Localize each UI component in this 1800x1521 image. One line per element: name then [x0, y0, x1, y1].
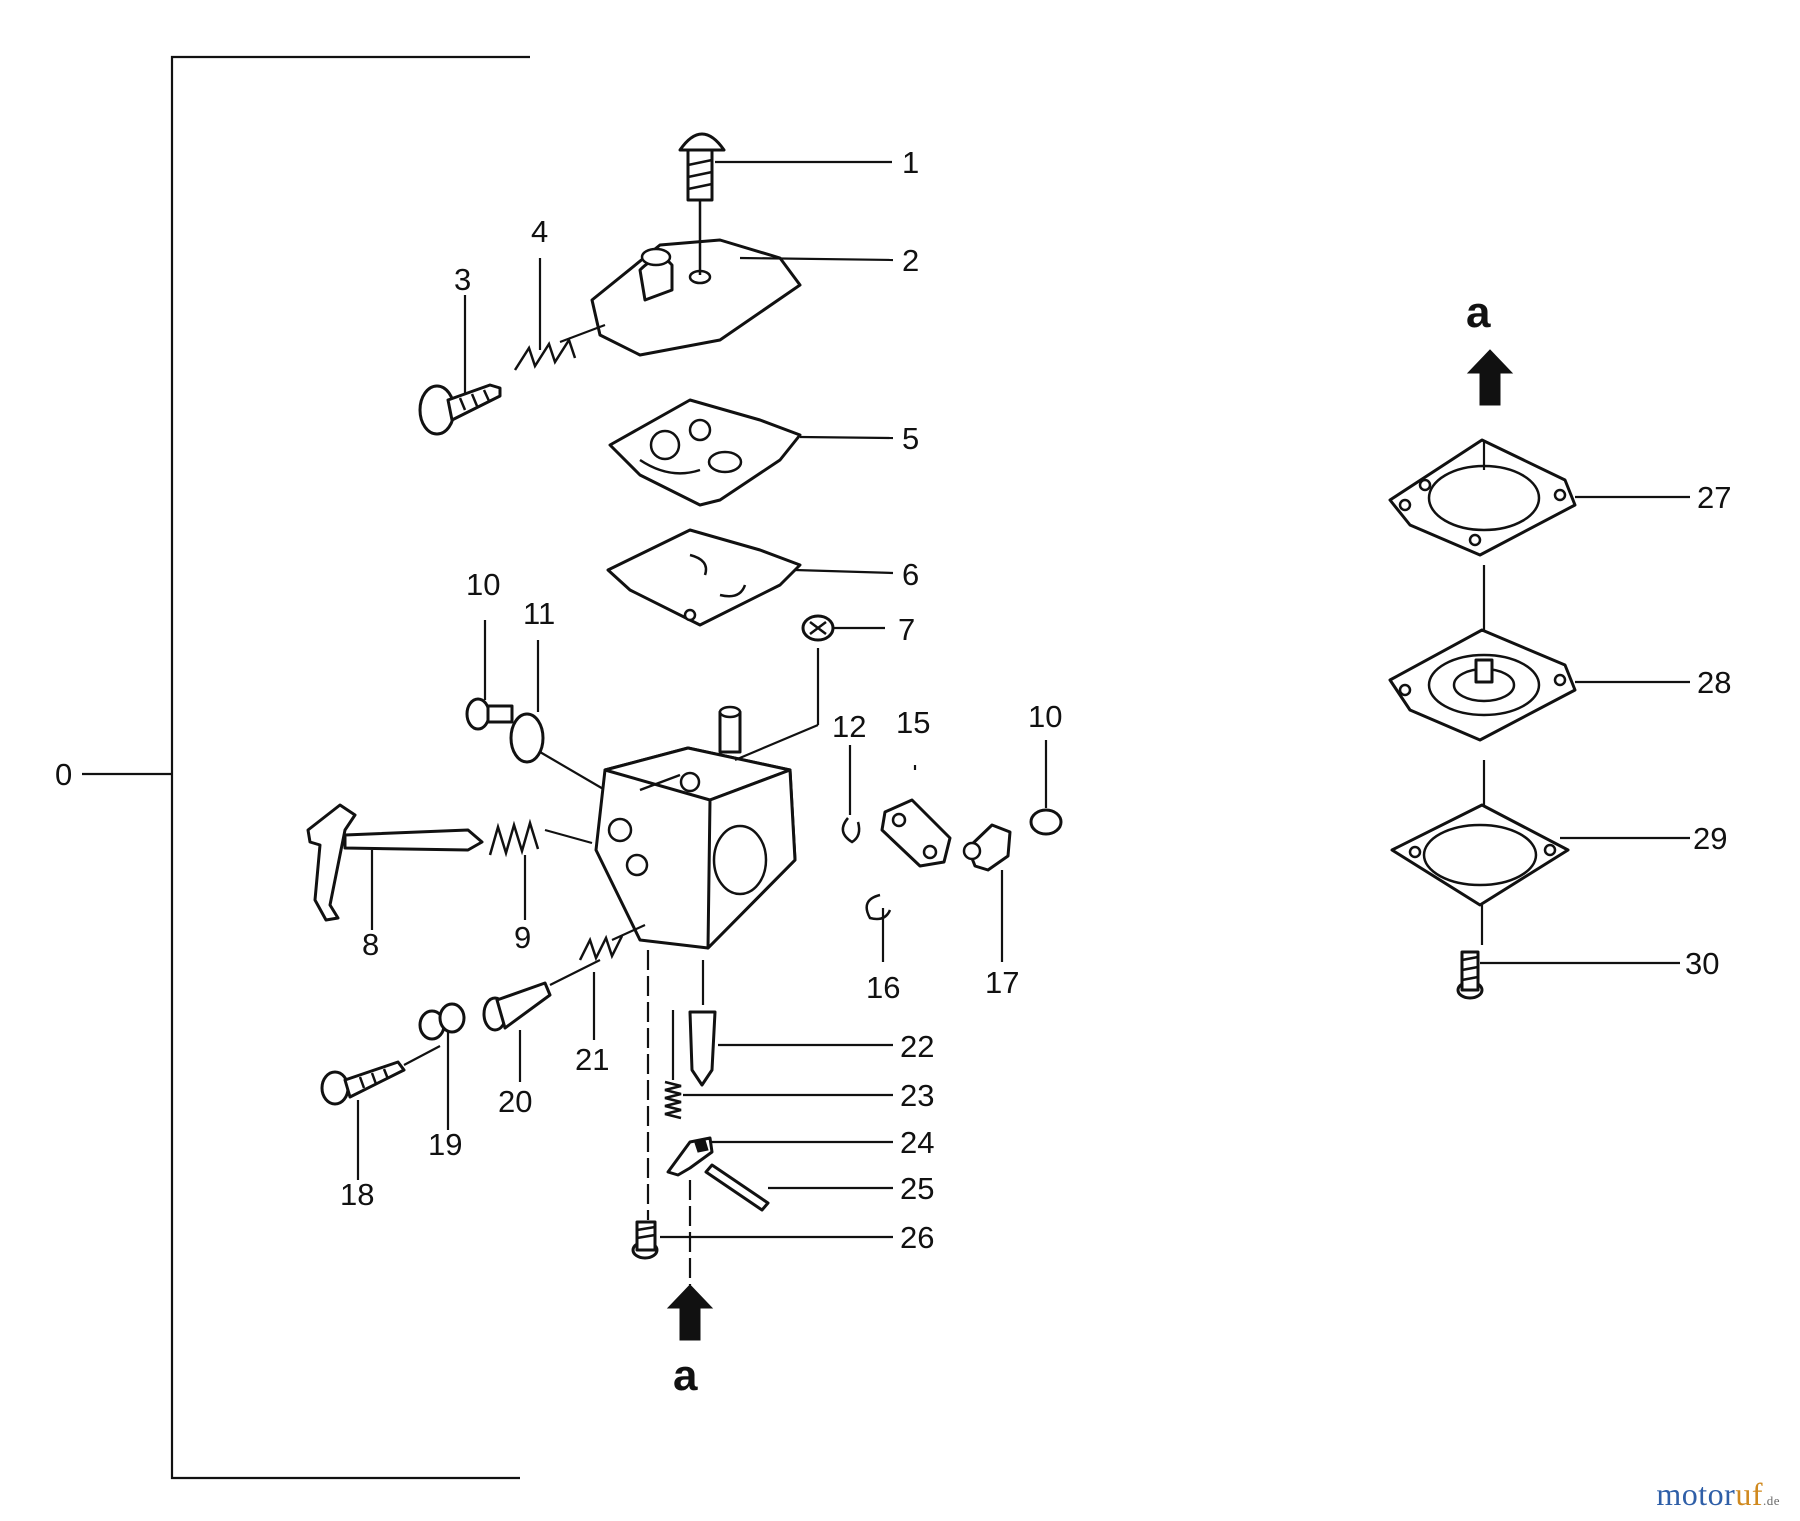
label-part-9: 9	[514, 920, 531, 955]
part-25-pin	[704, 1163, 770, 1212]
label-part-7: 7	[898, 612, 915, 647]
part-10-nut-right	[1029, 808, 1063, 836]
part-10-screw-left	[465, 697, 514, 731]
view-arrow-bottom	[666, 1284, 714, 1341]
part-1-screw	[678, 132, 726, 202]
part-16-clip	[865, 893, 892, 921]
label-part-10-left: 10	[466, 567, 500, 602]
label-part-4: 4	[531, 214, 548, 249]
label-part-6: 6	[902, 557, 919, 592]
label-part-11: 11	[523, 596, 555, 631]
label-part-30: 30	[1685, 946, 1719, 981]
label-part-21: 21	[575, 1042, 609, 1077]
view-arrow-top	[1466, 349, 1514, 406]
part-18-needle-screw	[320, 1045, 441, 1106]
part-24-control-lever	[666, 1136, 714, 1177]
label-part-25: 25	[900, 1171, 934, 1206]
label-part-12: 12	[832, 709, 866, 744]
label-part-18: 18	[340, 1177, 374, 1212]
label-part-24: 24	[900, 1125, 934, 1160]
part-26-screw	[631, 1220, 659, 1260]
part-21-spring	[578, 923, 646, 962]
view-marker-top: a	[1466, 288, 1491, 337]
watermark-part2: uf	[1735, 1476, 1763, 1512]
label-part-17: 17	[985, 965, 1019, 1000]
label-part-16: 16	[866, 970, 900, 1005]
part-12-clip	[841, 817, 861, 844]
part-3-adjusting-screw	[418, 383, 502, 436]
part-27-gasket	[1388, 438, 1577, 640]
label-part-3: 3	[454, 262, 471, 297]
watermark-suffix: .de	[1762, 1493, 1780, 1508]
watermark-logo: motoruf.de	[1656, 1476, 1780, 1513]
leader-lines	[356, 160, 1690, 1239]
label-part-1: 1	[902, 145, 919, 180]
part-4-spring	[513, 323, 606, 371]
part-7-screen	[801, 614, 835, 642]
part-20-needle	[482, 959, 601, 1032]
label-part-8: 8	[362, 927, 379, 962]
label-part-23: 23	[900, 1078, 934, 1113]
part-11-washer	[509, 712, 606, 791]
label-assembly: 0	[55, 757, 72, 792]
centerlines	[646, 648, 917, 1285]
watermark-part1: motor	[1656, 1476, 1736, 1512]
view-marker-bottom: a	[673, 1351, 698, 1400]
label-part-20: 20	[498, 1084, 532, 1119]
part-19-spring	[418, 1002, 466, 1041]
label-part-2: 2	[902, 243, 919, 278]
assembly-bracket: 0	[55, 55, 530, 1480]
part-9-spring	[488, 818, 593, 858]
label-part-19: 19	[428, 1127, 462, 1162]
part-6-diaphragm	[606, 528, 802, 627]
label-part-27: 27	[1697, 480, 1731, 515]
part-30-screw	[1456, 950, 1484, 1000]
label-part-29: 29	[1693, 821, 1727, 856]
part-17-choke-shaft-part	[962, 823, 1012, 872]
label-part-22: 22	[900, 1029, 934, 1064]
label-part-26: 26	[900, 1220, 934, 1255]
part-8-throttle-lever	[306, 803, 484, 922]
label-part-5: 5	[902, 421, 919, 456]
part-23-spring	[664, 1010, 682, 1120]
label-part-28: 28	[1697, 665, 1731, 700]
part-2-pump-cover	[590, 200, 802, 357]
label-part-15: 15	[896, 705, 930, 740]
part-28-metering-diaphragm	[1388, 628, 1577, 810]
part-22-inlet-needle	[688, 1010, 717, 1087]
part-15-plate	[880, 798, 952, 868]
label-part-10-right: 10	[1028, 699, 1062, 734]
part-labels: 1 2 3 4 5 6 7 8 9 10 11 12 15 10 16 17 1…	[340, 145, 1731, 1400]
part-29-gasket	[1390, 803, 1570, 945]
carburetor-body	[594, 705, 797, 950]
part-5-gasket	[608, 398, 802, 507]
